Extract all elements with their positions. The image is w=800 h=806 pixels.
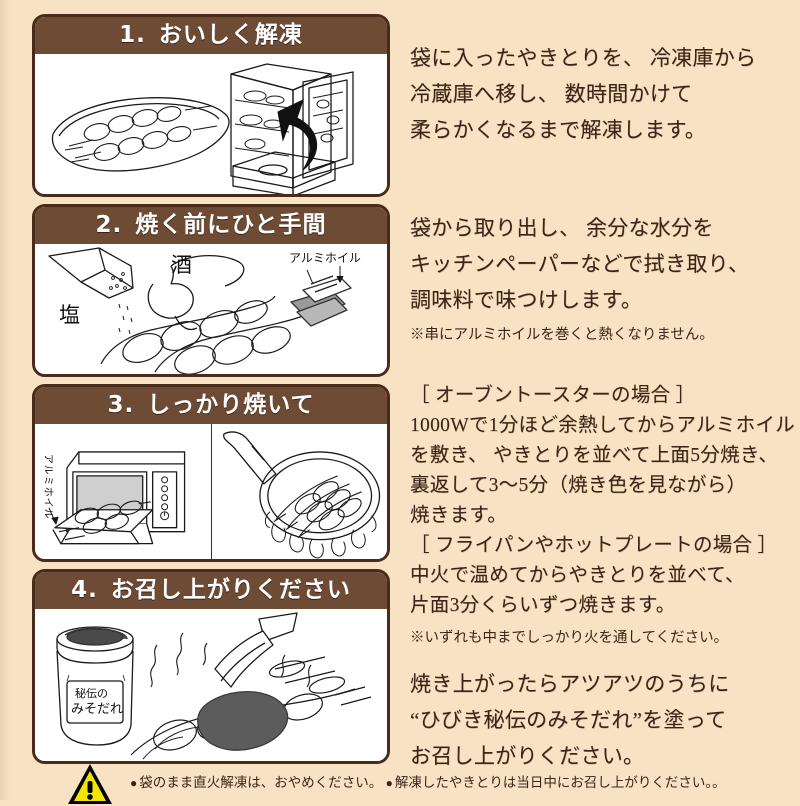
step-1-illustration <box>35 54 387 194</box>
step-1-number: 1. <box>119 22 146 48</box>
step-2-note: ※串にアルミホイルを巻くと熱くなりません。 <box>410 327 714 343</box>
step-1-line-2: 冷蔵庫へ移し、 数時間かけて <box>410 82 693 106</box>
step-3-line-2: 1000Wで1分ほど余熱してからアルミホイル <box>410 415 795 436</box>
step-panel-4: 4. お召し上がりください <box>32 569 390 764</box>
step-1-line-3: 柔らかくなるまで解凍します。 <box>410 118 707 142</box>
step-3-line-7: 中火で温めてからやきとりを並べて、 <box>410 565 745 586</box>
label-sake: 酒 <box>171 253 192 277</box>
step-3-title: しっかり焼いて <box>147 392 315 418</box>
step-2-title: 焼く前にひと手間 <box>135 212 327 238</box>
caution-item-2: 解凍したやきとりは当日中にお召し上がりください。。 <box>394 775 726 790</box>
step-3-line-8: 片面3分くらいずつ焼きます。 <box>410 595 676 616</box>
step-3-toaster-illustration: アルミホイル <box>35 424 211 559</box>
step-1-paragraph: 袋に入ったやきとりを、 冷凍庫から 冷蔵庫へ移し、 数時間かけて 柔らかくなるま… <box>410 40 756 148</box>
caution-bullet-1: ● <box>130 776 138 790</box>
step-2-text-block: 袋から取り出し、 余分な水分を キッチンペーパーなどで拭き取り、 調味料で味つけ… <box>410 210 749 350</box>
label-foil-3: アルミホイル <box>42 454 54 520</box>
step-3-line-1: ［ オーブントースターの場合 ］ <box>410 385 696 406</box>
step-4-line-1: 焼き上がったらアツアツのうちに <box>410 672 730 696</box>
step-3-note: ※いずれも中までしっかり火を通してください。 <box>410 630 729 646</box>
step-4-text-block: 焼き上がったらアツアツのうちに “ひびき秘伝のみそだれ”を塗って お召し上がりく… <box>410 666 730 780</box>
step-3-number: 3. <box>107 392 135 418</box>
label-salt: 塩 <box>59 303 80 327</box>
step-2-line-3: 調味料で味つけします。 <box>410 288 643 312</box>
step-4-number: 4. <box>71 577 98 603</box>
step-3-paragraph: ［ オーブントースターの場合 ］ 1000Wで1分ほど余熱してからアルミホイル … <box>410 381 795 621</box>
step-3-header: 3. しっかり焼いて <box>35 387 387 424</box>
jar-label-line2: みそだれ <box>71 702 123 717</box>
step-4-line-2: “ひびき秘伝のみそだれ”を塗って <box>410 708 727 732</box>
step-2-paragraph: 袋から取り出し、 余分な水分を キッチンペーパーなどで拭き取り、 調味料で味つけ… <box>410 210 749 318</box>
caution-text: ●袋のまま直火解凍は、おやめください。 ●解凍したやきとりは当日中にお召し上がり… <box>130 774 726 792</box>
step-panel-2: 2. 焼く前にひと手間 <box>32 204 390 377</box>
step-3-line-5: 焼きます。 <box>410 505 508 526</box>
step-1-text-block: 袋に入ったやきとりを、 冷凍庫から 冷蔵庫へ移し、 数時間かけて 柔らかくなるま… <box>410 40 756 154</box>
step-1-line-1: 袋に入ったやきとりを、 冷凍庫から <box>410 46 757 70</box>
step-2-line-2: キッチンペーパーなどで拭き取り、 <box>410 252 750 276</box>
jar-label-line1: 秘伝の <box>75 687 108 700</box>
step-3-illustrations: アルミホイル <box>35 424 387 559</box>
caution-bullet-2: ● <box>385 776 393 790</box>
step-3-line-3: を敷き、 やきとりを並べて上面5分焼き、 <box>410 445 779 466</box>
step-1-header: 1. おいしく解凍 <box>35 17 387 54</box>
step-4-paragraph: 焼き上がったらアツアツのうちに “ひびき秘伝のみそだれ”を塗って お召し上がりく… <box>410 666 730 774</box>
step-2-header: 2. 焼く前にひと手間 <box>35 207 387 244</box>
step-3-line-4: 裏返して3〜5分（焼き色を見ながら） <box>410 475 747 496</box>
warning-triangle-icon <box>68 764 112 804</box>
step-4-header: 4. お召し上がりください <box>35 572 387 609</box>
label-foil-2: アルミホイル <box>289 251 361 265</box>
step-2-illustration: 塩 酒 アルミホイル <box>35 244 387 374</box>
step-4-title: お召し上がりください <box>110 577 351 603</box>
step-panel-1: 1. おいしく解凍 <box>32 14 390 197</box>
caution-item-1: 袋のまま直火解凍は、おやめください。 <box>139 775 383 790</box>
step-4-illustration: 秘伝の みそだれ <box>35 609 387 761</box>
step-3-line-6: ［ フライパンやホットプレートの場合 ］ <box>410 535 778 556</box>
step-2-line-1: 袋から取り出し、 余分な水分を <box>410 216 714 240</box>
step-panel-3: 3. しっかり焼いて <box>32 384 390 562</box>
step-1-title: おいしく解凍 <box>158 22 303 48</box>
step-3-text-block: ［ オーブントースターの場合 ］ 1000Wで1分ほど余熱してからアルミホイル … <box>410 381 795 653</box>
step-2-number: 2. <box>95 212 123 238</box>
caution-bar: ●袋のまま直火解凍は、おやめください。 ●解凍したやきとりは当日中にお召し上がり… <box>0 762 800 804</box>
step-4-line-3: お召し上がりください。 <box>410 744 645 768</box>
steps-column: 1. おいしく解凍 <box>32 14 390 771</box>
step-3-frypan-illustration <box>210 424 388 559</box>
